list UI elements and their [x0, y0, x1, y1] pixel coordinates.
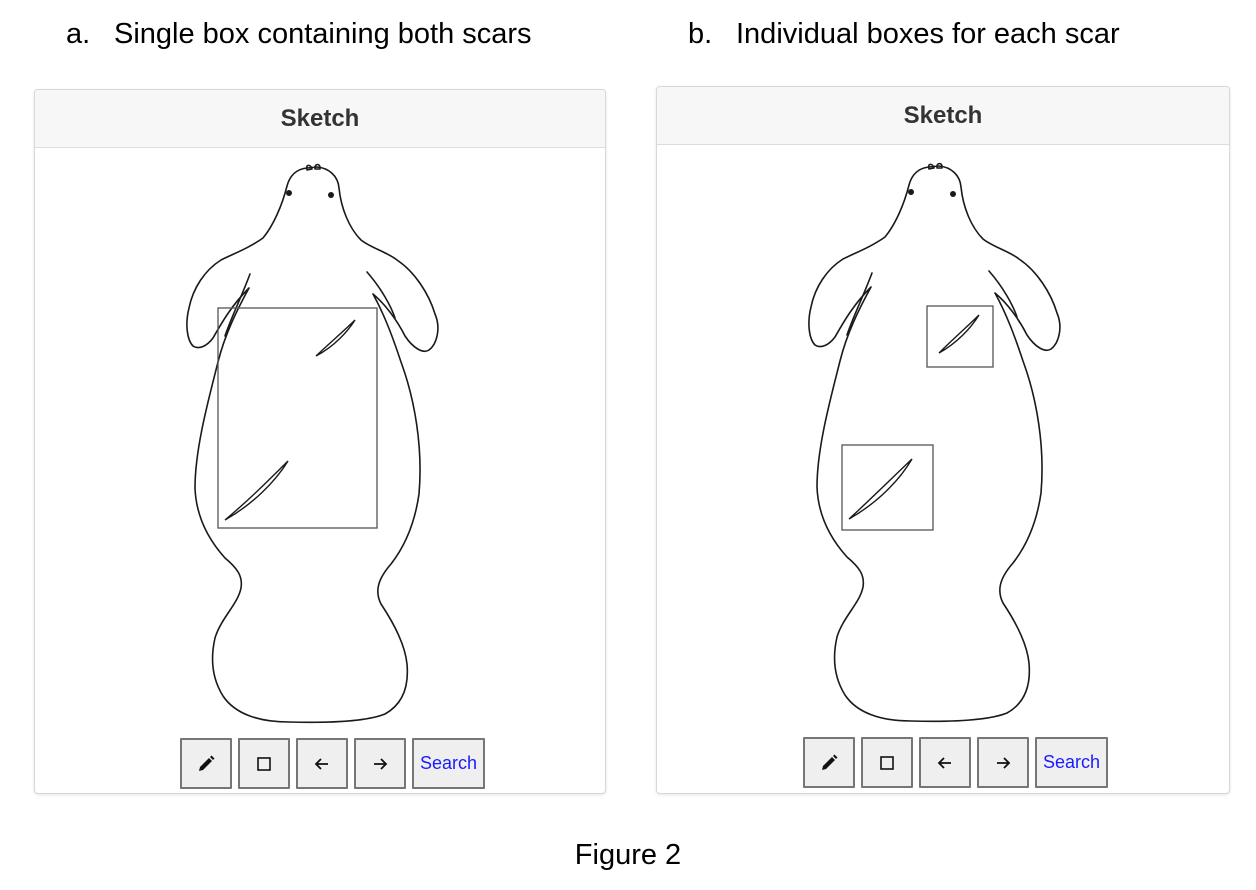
sketch-card-b: Sketch [656, 86, 1230, 794]
sketch-toolbar: Search [180, 738, 486, 789]
panel-a-marker: a. [66, 18, 91, 50]
panel-b-caption: b. Individual boxes for each scar [688, 17, 1120, 51]
sketch-card-title: Sketch [657, 87, 1229, 145]
pencil-button[interactable] [803, 737, 855, 788]
nostril-left [305, 164, 313, 171]
flipper-line-left [224, 273, 251, 337]
eye-left [908, 189, 914, 195]
eye-left [286, 190, 292, 196]
undo-button[interactable] [919, 737, 971, 788]
rectangle-button[interactable] [238, 738, 290, 789]
sketch-canvas[interactable] [657, 145, 1229, 733]
square-icon [880, 755, 894, 770]
sketch-card-title: Sketch [35, 90, 605, 148]
sketch-canvas[interactable] [35, 148, 605, 733]
manatee-body-outline [808, 165, 1061, 723]
pencil-icon [199, 755, 215, 771]
eye-right [328, 192, 334, 198]
flipper-line-left [846, 272, 873, 336]
bounding-box-both-scars [217, 307, 378, 529]
nostril-left [927, 163, 935, 170]
scar-upper [938, 314, 980, 354]
panel-a-caption: a. Single box containing both scars [66, 17, 532, 51]
redo-button[interactable] [354, 738, 406, 789]
sketch-toolbar: Search [803, 737, 1109, 788]
figure-label: Figure 2 [574, 839, 682, 871]
scar-upper [315, 319, 356, 357]
scar-lower [224, 460, 289, 521]
arrow-right-icon [997, 756, 1011, 769]
arrow-right-icon [374, 757, 388, 770]
bounding-box-lower-scar [841, 444, 934, 531]
flipper-line-right [988, 270, 1018, 318]
undo-button[interactable] [296, 738, 348, 789]
square-icon [257, 756, 271, 771]
arrow-left-icon [937, 756, 951, 769]
redo-button[interactable] [977, 737, 1029, 788]
pencil-button[interactable] [180, 738, 232, 789]
panel-b-marker: b. [688, 18, 713, 50]
panel-b-caption-text: Individual boxes for each scar [736, 18, 1120, 50]
rectangle-button[interactable] [861, 737, 913, 788]
bounding-box-upper-scar [926, 305, 994, 368]
manatee-body-outline [186, 166, 439, 724]
panel-a-caption-text: Single box containing both scars [114, 18, 532, 50]
scar-lower [848, 458, 913, 520]
sketch-card-a: Sketch [34, 89, 606, 794]
eye-right [950, 191, 956, 197]
nostril-right [936, 162, 943, 169]
nostril-right [314, 163, 321, 170]
search-button[interactable]: Search [1035, 737, 1109, 788]
search-button[interactable]: Search [412, 738, 486, 789]
flipper-line-right [366, 271, 396, 319]
arrow-left-icon [314, 757, 328, 770]
pencil-icon [822, 754, 838, 770]
